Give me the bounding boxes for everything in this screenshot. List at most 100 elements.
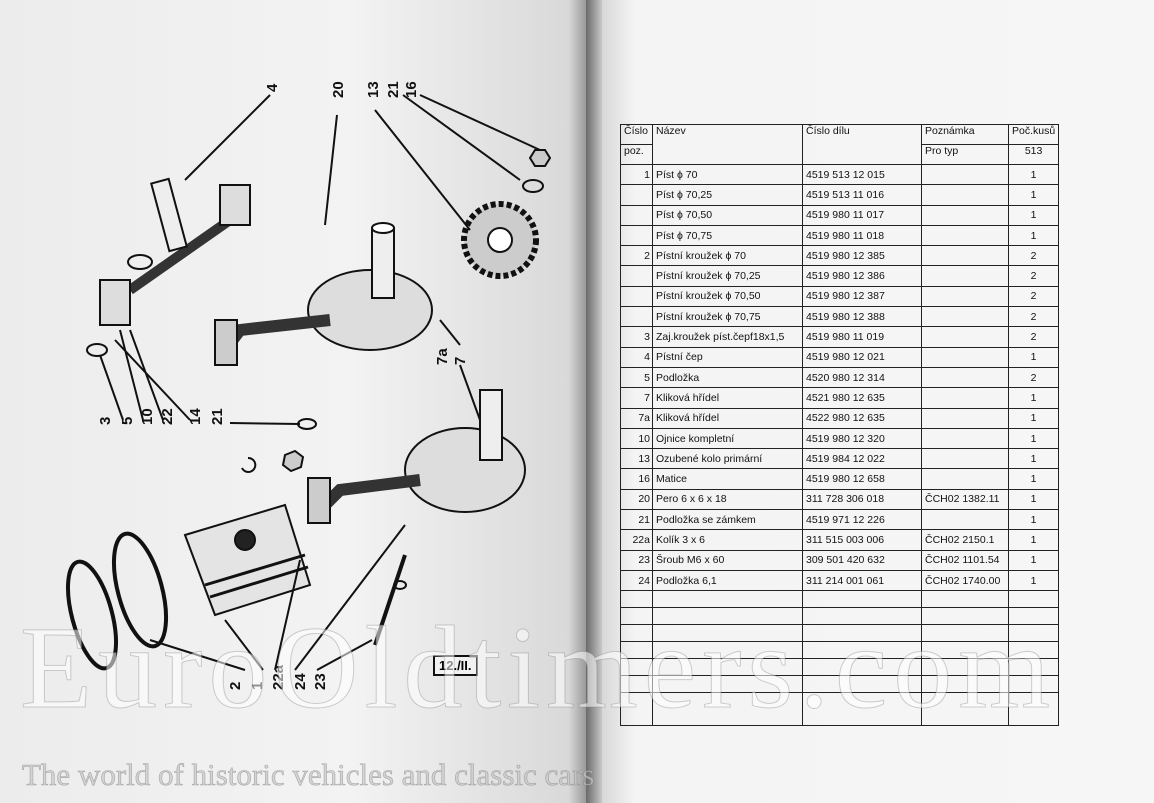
note-cell (921, 427, 1009, 450)
position-cell: 16 (620, 468, 653, 490)
position-cell: 10 (620, 427, 653, 450)
name-cell: Pístní čep (652, 346, 803, 368)
quantity-cell: 1 (1007, 549, 1060, 571)
note-cell (921, 265, 1009, 287)
part-number-cell: 309 501 420 632 (802, 549, 922, 571)
note-cell: ČCH02 1101.54 (921, 549, 1009, 571)
empty-cell (1007, 692, 1060, 727)
quantity-cell: 1 (1007, 529, 1060, 551)
part-number-cell: 4519 513 12 015 (802, 163, 922, 186)
name-cell: Píst ϕ 70,25 (652, 184, 803, 206)
quantity-cell: 2 (1007, 326, 1060, 348)
position-cell: 20 (620, 488, 653, 511)
header-poz-sub: poz. (620, 144, 653, 165)
name-cell: Podložka se zámkem (652, 509, 803, 531)
part-number-cell: 4519 980 11 018 (802, 224, 922, 247)
callout-labels: 4 20 13 21 16 3 5 10 22 14 21 7a 7 2 1 2… (97, 81, 469, 690)
part-number-cell: 4519 984 12 022 (802, 448, 922, 470)
quantity-cell: 1 (1007, 184, 1060, 206)
piston-ring (66, 559, 118, 671)
position-cell (620, 265, 653, 287)
note-cell (921, 346, 1009, 368)
note-cell: ČCH02 2150.1 (921, 529, 1009, 551)
position-cell: 1 (620, 163, 653, 186)
position-cell: 7a (620, 407, 653, 429)
callout-23: 23 (312, 673, 329, 690)
part-number-cell: 4521 980 12 635 (802, 387, 922, 409)
book-gutter (586, 0, 602, 803)
header-row: Číslo Název Číslo dílu Poznámka Poč.kusů (620, 124, 1060, 165)
empty-table-row (620, 692, 1060, 727)
part-number-cell: 4522 980 12 635 (802, 407, 922, 429)
callout-5: 5 (119, 417, 136, 425)
quantity-cell: 1 (1007, 407, 1060, 429)
piston-ring (111, 531, 169, 649)
watermark-tagline: The world of historic vehicles and class… (22, 757, 595, 793)
position-cell: 2 (620, 245, 653, 267)
position-cell: 3 (620, 326, 653, 348)
header-note: Poznámka (921, 124, 1009, 145)
header-qty-sub: 513 (1007, 144, 1060, 165)
quantity-cell: 2 (1007, 366, 1060, 389)
quantity-cell: 2 (1007, 306, 1060, 328)
name-cell: Píst ϕ 70 (652, 163, 803, 186)
note-cell (921, 366, 1009, 389)
empty-cell (921, 692, 1009, 727)
callout-7: 7 (452, 357, 469, 365)
quantity-cell: 1 (1007, 488, 1060, 511)
figure-reference: 12./II. (433, 655, 478, 676)
quantity-cell: 1 (1007, 468, 1060, 490)
quantity-cell: 2 (1007, 265, 1060, 287)
name-cell: Ojnice kompletní (652, 427, 803, 450)
note-cell: ČCH02 1382.11 (921, 488, 1009, 511)
position-cell: 7 (620, 387, 653, 409)
note-cell (921, 326, 1009, 348)
note-cell (921, 163, 1009, 186)
note-cell (921, 407, 1009, 429)
quantity-cell: 1 (1007, 569, 1060, 592)
part-number-cell: 4519 980 12 320 (802, 427, 922, 450)
position-cell: 21 (620, 509, 653, 531)
part-number-cell: 4519 980 12 387 (802, 285, 922, 308)
part-number-cell: 4519 980 12 658 (802, 468, 922, 490)
quantity-cell: 1 (1007, 509, 1060, 531)
callout-24: 24 (292, 673, 309, 690)
callout-21: 21 (385, 81, 402, 98)
callout-7a: 7a (434, 348, 451, 365)
header-qty: Poč.kusů (1007, 124, 1060, 145)
note-cell (921, 387, 1009, 409)
note-cell (921, 509, 1009, 531)
empty-table-row (620, 624, 1060, 643)
name-cell: Pístní kroužek ϕ 70 (652, 245, 803, 267)
name-cell: Kliková hřídel (652, 387, 803, 409)
position-cell (620, 306, 653, 328)
position-cell (620, 285, 653, 308)
parts-table: Číslo Název Číslo dílu Poznámka Poč.kusů… (620, 124, 1060, 727)
position-cell: 13 (620, 448, 653, 470)
name-cell: Pero 6 x 6 x 18 (652, 488, 803, 511)
position-cell: 4 (620, 346, 653, 368)
empty-cell (802, 692, 922, 727)
note-cell (921, 468, 1009, 490)
name-cell: Pístní kroužek ϕ 70,25 (652, 265, 803, 287)
callout-22: 22 (159, 408, 176, 425)
callout-2: 2 (227, 682, 244, 690)
quantity-cell: 2 (1007, 285, 1060, 308)
watermark-logo: EuroOldtimers.com (20, 602, 1056, 734)
part-number-cell: 311 214 001 061 (802, 569, 922, 592)
quantity-cell: 1 (1007, 224, 1060, 247)
position-cell (620, 204, 653, 226)
